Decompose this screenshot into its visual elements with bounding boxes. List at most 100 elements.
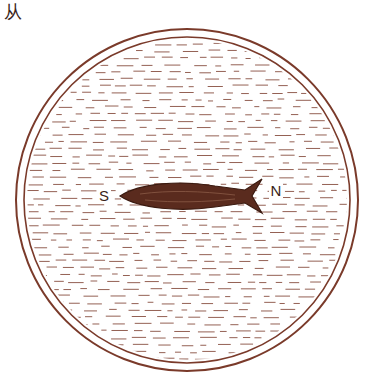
water-dash (168, 141, 181, 142)
water-dash (95, 134, 106, 135)
water-dash (111, 330, 127, 331)
water-dash (70, 352, 83, 353)
water-dash (187, 324, 195, 325)
water-dash (290, 71, 304, 72)
water-dash (312, 107, 324, 108)
water-dash (29, 141, 37, 142)
water-dash (218, 344, 231, 345)
water-dash (261, 310, 272, 311)
water-dash (349, 218, 361, 219)
water-dash (321, 142, 334, 143)
water-dash (241, 288, 256, 289)
water-dash (132, 316, 146, 317)
water-dash (108, 156, 115, 157)
water-dash (87, 303, 102, 304)
water-dash (101, 358, 114, 359)
water-dash (127, 282, 140, 283)
water-dash (76, 113, 82, 114)
water-dash (153, 338, 166, 339)
water-dash (142, 212, 149, 213)
water-dash (336, 72, 346, 73)
water-dash (199, 114, 211, 115)
water-dash (255, 219, 266, 220)
water-dash (38, 204, 43, 205)
water-dash (80, 233, 92, 234)
water-dash (246, 58, 251, 59)
fish-needle (120, 179, 262, 213)
water-dash (74, 50, 84, 51)
water-dash (117, 148, 127, 149)
water-dash (119, 156, 128, 157)
water-dash (239, 177, 253, 178)
water-dash (118, 204, 123, 205)
water-dash (233, 316, 245, 317)
water-dash (350, 309, 359, 310)
water-dash (71, 141, 88, 142)
water-dash (173, 337, 189, 338)
water-dash (80, 267, 94, 268)
water-dash (312, 226, 328, 227)
water-dash (281, 155, 295, 156)
water-dash (174, 156, 188, 157)
water-dash (289, 141, 294, 142)
water-dash (299, 247, 316, 248)
water-dash (56, 302, 63, 303)
water-dash (289, 50, 301, 51)
water-dash (97, 240, 103, 241)
water-dash (177, 44, 187, 45)
water-dash (280, 358, 290, 359)
water-dash (321, 275, 338, 276)
water-dash (246, 78, 253, 79)
water-dash (311, 120, 325, 121)
water-dash (94, 260, 105, 261)
water-dash (175, 352, 181, 353)
water-dash (60, 274, 70, 275)
water-dash (130, 85, 142, 86)
water-dash (231, 57, 237, 58)
water-dash (171, 288, 187, 289)
water-dash (24, 128, 32, 129)
water-dash (223, 135, 238, 136)
water-dash (70, 121, 76, 122)
water-dash (136, 120, 152, 121)
water-dash (203, 163, 211, 164)
water-dash (326, 211, 337, 212)
water-dash (239, 309, 248, 310)
water-dash (308, 316, 321, 317)
water-dash (33, 155, 46, 156)
water-dash (290, 233, 304, 234)
water-dash (245, 254, 251, 255)
water-dash (118, 134, 134, 135)
water-dash (263, 100, 273, 101)
water-dash (47, 44, 57, 45)
water-dash (121, 78, 133, 79)
water-dash (171, 261, 177, 262)
water-dash (113, 239, 129, 240)
water-dash (304, 141, 312, 142)
water-dash (159, 295, 167, 296)
water-dash (116, 50, 124, 51)
water-dash (349, 100, 357, 101)
water-dash (182, 134, 192, 135)
water-dash (88, 204, 104, 205)
water-dash (126, 358, 132, 359)
water-dash (195, 239, 210, 240)
water-dash (276, 282, 282, 283)
water-dash (42, 275, 47, 276)
water-dash (252, 226, 263, 227)
water-dash (100, 211, 107, 212)
water-dash (169, 113, 176, 114)
water-dash (221, 184, 226, 185)
water-dash (28, 345, 39, 346)
water-dash (30, 85, 41, 86)
water-dash (132, 303, 139, 304)
water-dash (146, 170, 153, 171)
water-dash (182, 99, 188, 100)
water-dash (162, 303, 175, 304)
water-dash (71, 317, 81, 318)
water-dash (29, 43, 41, 44)
water-dash (156, 240, 165, 241)
water-dash (234, 71, 239, 72)
water-dash (50, 85, 57, 86)
